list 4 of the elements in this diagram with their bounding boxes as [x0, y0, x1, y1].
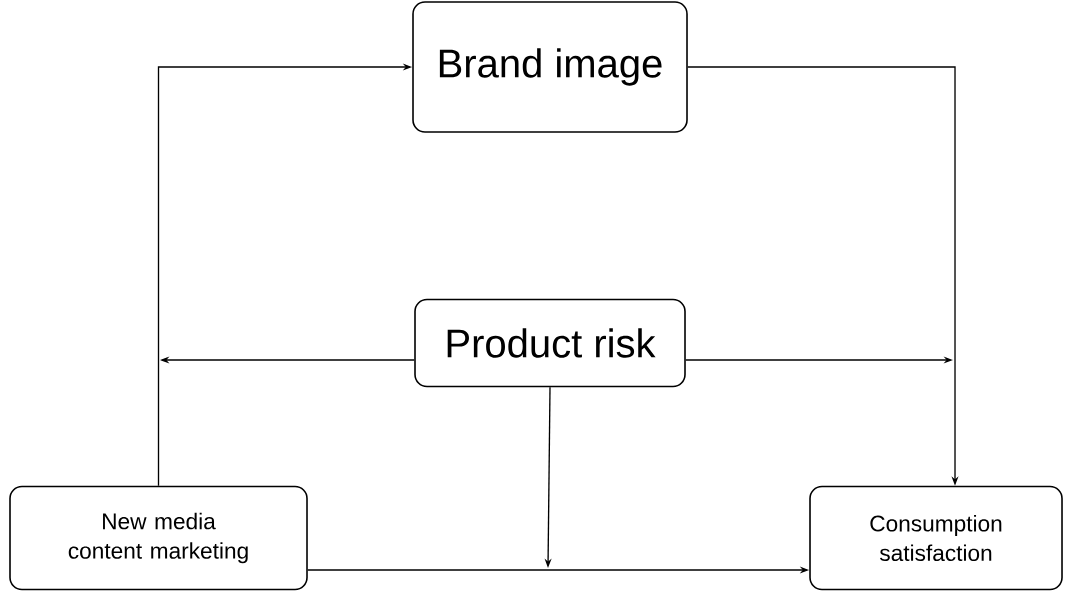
- concept-box: Product risk: [414, 298, 686, 388]
- concept-box: New media content marketing: [9, 485, 308, 591]
- concept-box: Brand image: [412, 1, 688, 133]
- concept-box: Consumption satisfaction: [809, 485, 1063, 591]
